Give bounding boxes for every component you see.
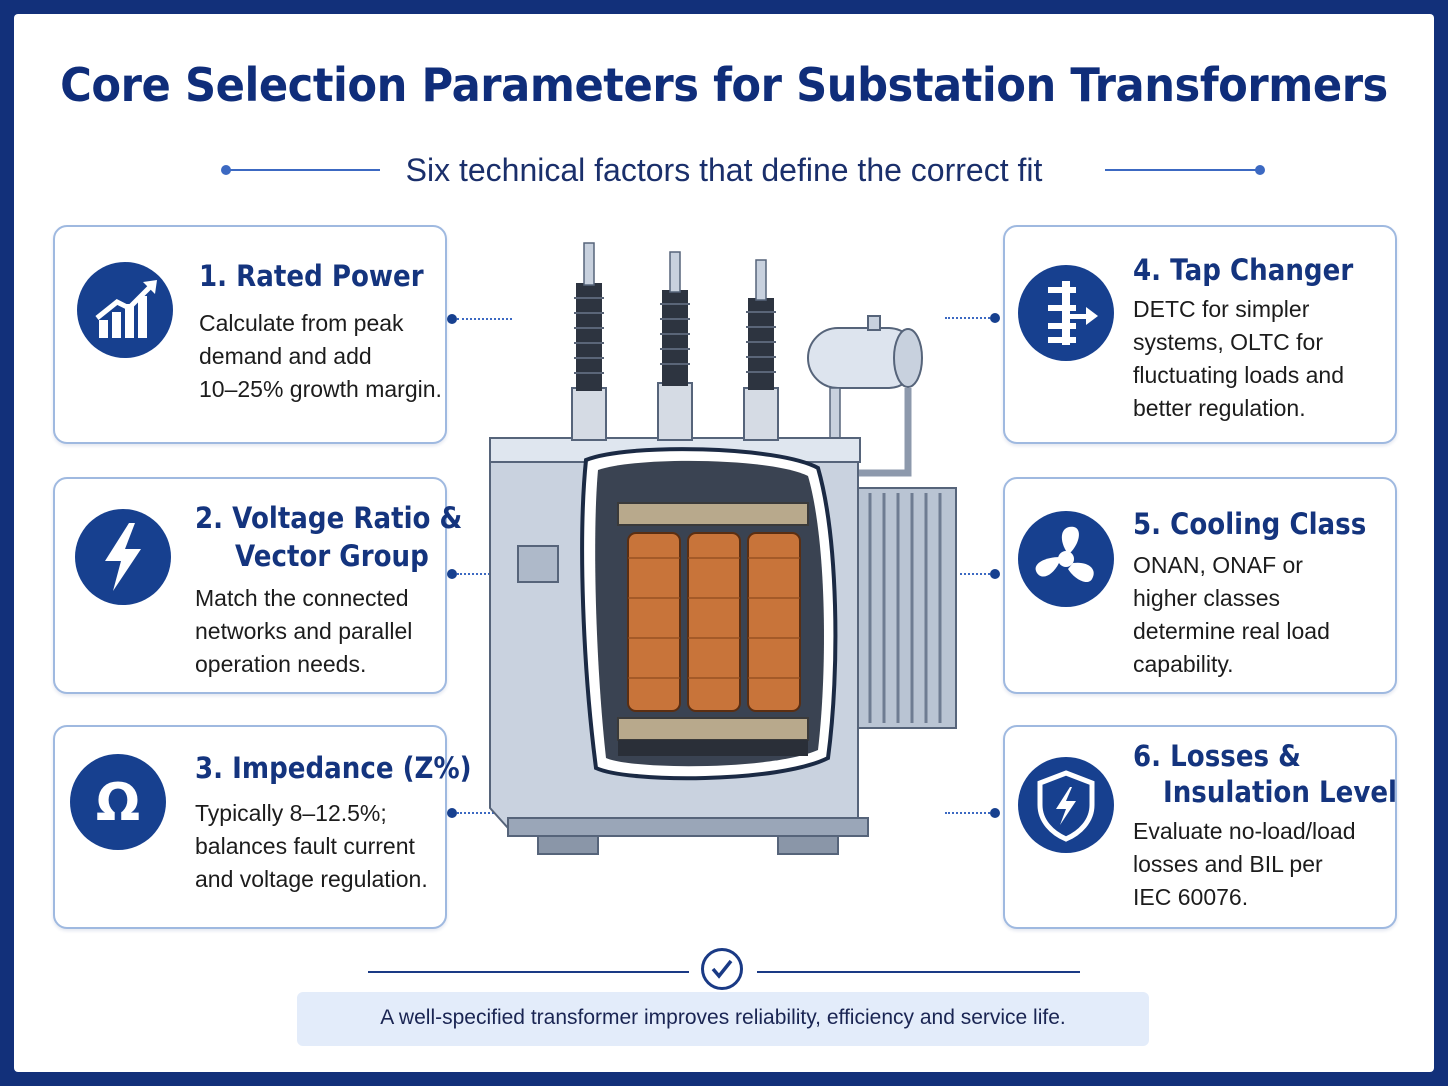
footer-text: A well-specified transformer improves re… [380, 1006, 1066, 1029]
card-title-line2: Vector Group [235, 539, 429, 573]
footer-divider-right [757, 971, 1080, 973]
subtitle-row: Six technical factors that define the co… [0, 150, 1448, 190]
svg-text:Ω: Ω [96, 773, 140, 833]
card-title: 5. Cooling Class [1133, 507, 1367, 541]
footer-divider-left [368, 971, 689, 973]
card-title-line2: Insulation Level [1163, 775, 1397, 809]
card-title: 6. Losses & [1133, 739, 1301, 773]
tap-changer-icon [1018, 265, 1114, 361]
connector-line [457, 812, 502, 814]
checkmark-icon [701, 948, 743, 990]
connector-dot [447, 808, 457, 818]
connector-line [457, 573, 502, 575]
page-title: Core Selection Parameters for Substation… [60, 58, 1388, 112]
omega-icon: Ω [70, 754, 166, 850]
subtitle-line-left [226, 169, 380, 171]
connector-dot [990, 313, 1000, 323]
card-impedance: Ω 3. Impedance (Z%) Typically 8–12.5%;ba… [53, 725, 472, 929]
card-losses-insulation: 6. Losses & Insulation Level Evaluate no… [1003, 725, 1397, 929]
footer-banner: A well-specified transformer improves re… [297, 992, 1149, 1046]
connector-line [457, 318, 512, 320]
card-title: 3. Impedance (Z%) [195, 751, 472, 785]
card-title: 4. Tap Changer [1133, 253, 1354, 287]
connector-line [945, 317, 990, 319]
shield-bolt-icon [1018, 757, 1114, 853]
connector-dot [990, 569, 1000, 579]
connector-line [955, 573, 990, 575]
card-voltage-ratio: 2. Voltage Ratio & Vector Group Match th… [53, 477, 462, 694]
fan-icon [1018, 511, 1114, 607]
subtitle: Six technical factors that define the co… [405, 152, 1043, 188]
connector-dot [447, 569, 457, 579]
subtitle-line-right [1105, 169, 1260, 171]
connector-dot [447, 314, 457, 324]
growth-chart-icon [77, 262, 173, 358]
subtitle-dot-right [1255, 165, 1265, 175]
card-title: 2. Voltage Ratio & [195, 501, 463, 535]
connector-line [945, 812, 990, 814]
connector-dot [990, 808, 1000, 818]
card-description: Typically 8–12.5%;balances fault current… [195, 800, 428, 892]
card-title: 1. Rated Power [199, 259, 424, 293]
lightning-bolt-icon [75, 509, 171, 605]
transformer-illustration [478, 238, 978, 868]
